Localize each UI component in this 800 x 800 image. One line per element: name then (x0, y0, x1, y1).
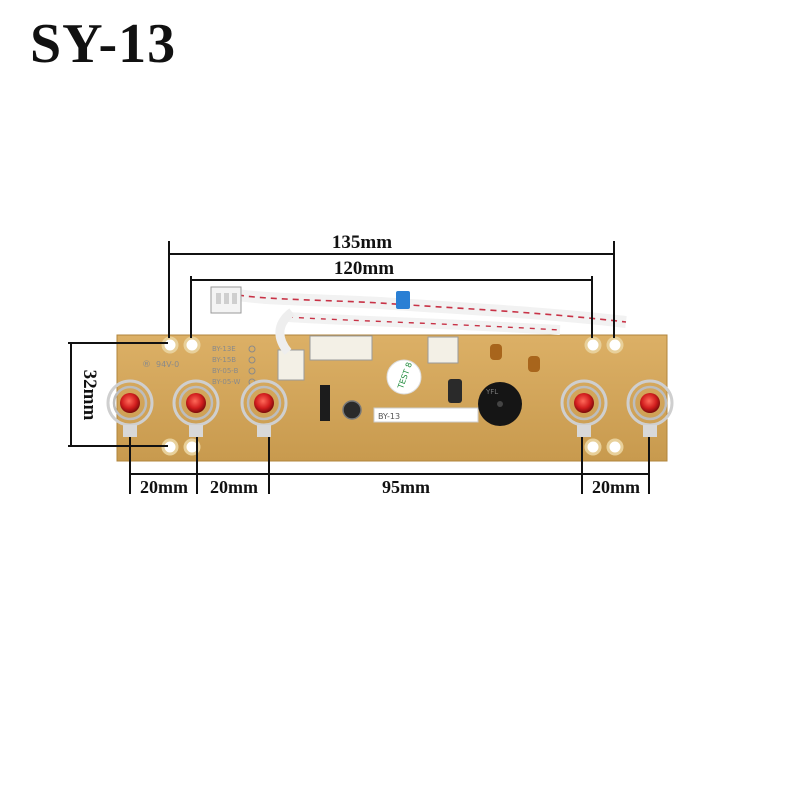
silk-label: BY-05-B (212, 367, 239, 375)
board-label-sticker (373, 407, 479, 423)
dimension-total-width: 135mm (332, 232, 392, 253)
electrolytic-capacitor (448, 379, 462, 403)
pcb-board: ® 94V-0 BY-13E BY-15B BY-05-B BY-05-W TE… (116, 334, 668, 462)
mounting-hole (584, 438, 602, 456)
ribbon-wire (210, 286, 627, 355)
pin-header (320, 385, 330, 421)
mounting-hole (584, 336, 602, 354)
mounting-hole (183, 438, 201, 456)
dimension-spacing-4: 20mm (592, 477, 640, 497)
electrolytic-capacitor (342, 400, 362, 420)
led-spring (626, 379, 674, 437)
dimension-height: 32mm (79, 370, 100, 421)
silk-label: BY-15B (212, 356, 236, 364)
connector-3pin (427, 336, 459, 364)
mounting-hole (606, 438, 624, 456)
dimension-spacing-3: 95mm (382, 477, 430, 497)
board-label: BY-13 (378, 412, 400, 421)
led-spring (106, 379, 154, 437)
led-group (106, 379, 674, 437)
ceramic-capacitor (528, 356, 540, 372)
mounting-hole (606, 336, 624, 354)
test-sticker (386, 359, 422, 395)
dimension-spacing-1: 20mm (140, 477, 188, 497)
mounting-hole (161, 336, 179, 354)
silk-label: BY-05-W (212, 378, 241, 386)
buzzer-label: YFL (485, 388, 498, 396)
connector-8pin (309, 335, 373, 361)
mounting-hole (183, 336, 201, 354)
led-spring (240, 379, 288, 437)
dimension-hole-span: 120mm (334, 258, 394, 279)
cable-clip (396, 291, 410, 309)
flammability-rating: 94V-0 (156, 360, 179, 369)
dimension-spacing-2: 20mm (210, 477, 258, 497)
connector-4pin (277, 349, 305, 381)
led-spring (172, 379, 220, 437)
led-spring (560, 379, 608, 437)
ul-marking: ® (142, 360, 151, 370)
silk-label: BY-13E (212, 345, 236, 353)
page-title: SY-13 (30, 13, 177, 75)
dimension-lines (68, 241, 650, 494)
ceramic-capacitor (490, 344, 502, 360)
